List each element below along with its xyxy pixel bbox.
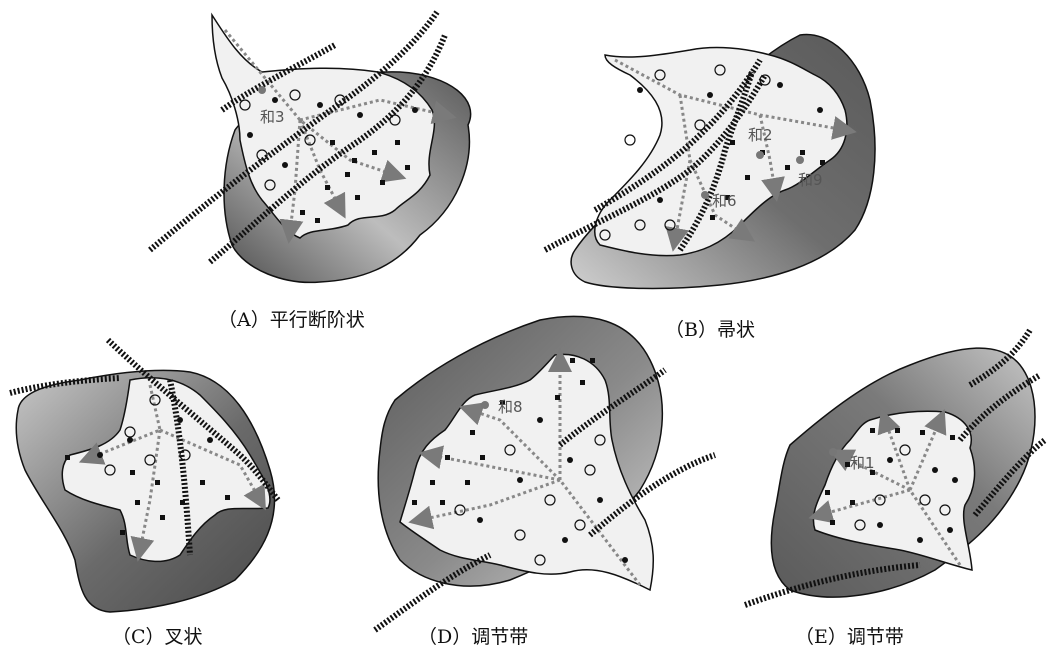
well-icon bbox=[756, 151, 764, 159]
well-icon bbox=[829, 448, 837, 456]
caption-a: （A）平行断阶状 bbox=[218, 305, 365, 332]
well-label: 和2 bbox=[748, 126, 773, 144]
caption-e: （E）调节带 bbox=[795, 622, 904, 649]
well-label: 和3 bbox=[260, 108, 285, 126]
panel-b: 和2 和9 和6 bbox=[545, 34, 875, 288]
well-icon bbox=[258, 86, 266, 94]
panel-e: 和1 bbox=[745, 330, 1045, 605]
well-label: 和8 bbox=[498, 398, 523, 416]
well-icon bbox=[701, 191, 709, 199]
panel-d: 和8 bbox=[375, 316, 715, 630]
caption-b: （B）帚状 bbox=[665, 315, 755, 342]
panel-c bbox=[10, 340, 278, 612]
well-label: 和6 bbox=[712, 192, 737, 210]
caption-d: （D）调节带 bbox=[418, 622, 528, 649]
well-icon bbox=[481, 401, 489, 409]
well-icon bbox=[796, 156, 804, 164]
panel-a: 和3 bbox=[150, 12, 471, 282]
well-label: 和9 bbox=[798, 171, 823, 189]
well-label: 和1 bbox=[850, 454, 875, 472]
caption-c: （C）叉状 bbox=[112, 622, 203, 649]
